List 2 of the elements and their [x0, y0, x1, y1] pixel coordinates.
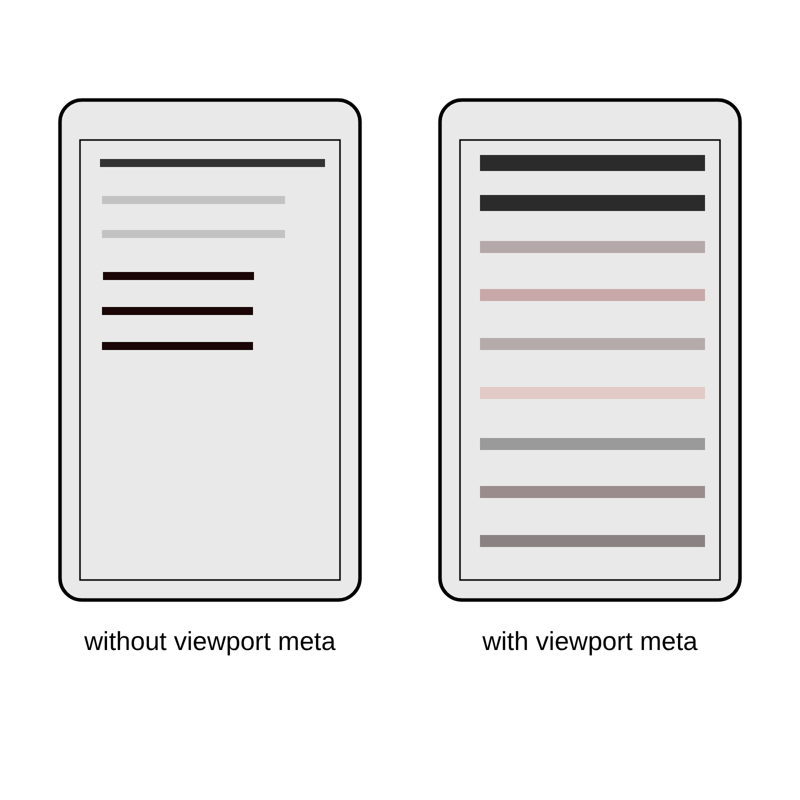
caption: with viewport meta — [482, 626, 698, 657]
caption: without viewport meta — [84, 626, 336, 657]
